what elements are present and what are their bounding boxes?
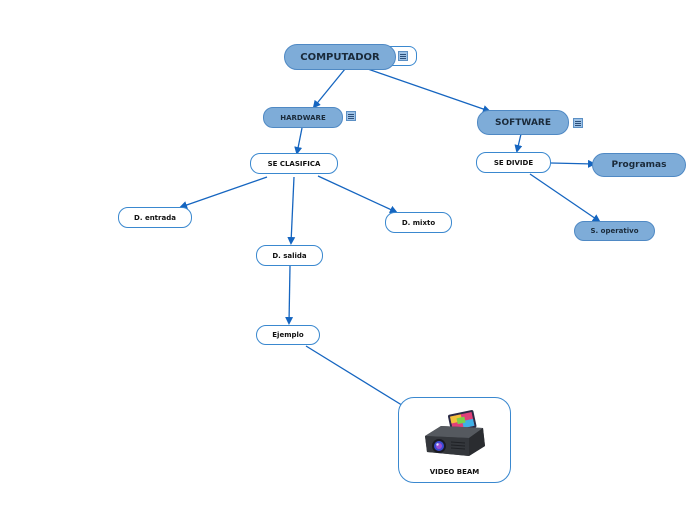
node-hardware[interactable]: HARDWARE [263,107,343,128]
node-d-entrada[interactable]: D. entrada [118,207,192,228]
node-video-beam[interactable]: VIDEO BEAM [398,397,511,483]
edge-ejemplo-videobeam [305,345,406,408]
node-se-clasifica-label: SE CLASIFICA [267,159,321,168]
node-d-salida-label: D. salida [272,251,307,260]
node-se-divide[interactable]: SE DIVIDE [476,152,551,173]
edge-seclasifica-dentrada [179,176,268,209]
node-programas-label: Programas [611,160,667,170]
edge-hardware-seclasifica [294,127,303,155]
node-video-beam-label: VIDEO BEAM [429,468,480,476]
node-d-salida[interactable]: D. salida [256,245,323,266]
node-se-clasifica[interactable]: SE CLASIFICA [250,153,338,174]
node-ejemplo[interactable]: Ejemplo [256,325,320,345]
notes-icon[interactable] [398,51,408,61]
node-computador-label: COMPUTADOR [300,51,380,63]
edge-computador-hardware [312,68,346,109]
notes-icon[interactable] [573,118,583,128]
edge-dsalida-ejemplo [285,265,294,325]
node-computador[interactable]: COMPUTADOR [284,44,396,70]
node-programas[interactable]: Programas [592,153,686,177]
edge-seclasifica-dsalida [287,176,296,245]
node-software[interactable]: SOFTWARE [477,110,569,135]
edge-seclasifica-dmixto [317,175,398,214]
edge-computador-software [364,67,491,113]
node-hardware-label: HARDWARE [280,113,326,122]
notes-icon[interactable] [346,111,356,121]
node-ejemplo-label: Ejemplo [272,331,304,339]
node-d-mixto-label: D. mixto [401,218,436,227]
edge-sedivide-soperativo [529,173,601,223]
node-d-mixto[interactable]: D. mixto [385,212,452,233]
node-d-entrada-label: D. entrada [134,213,176,222]
node-s-operativo-label: S. operativo [590,227,639,235]
node-se-divide-label: SE DIVIDE [493,158,534,167]
edge-software-sedivide [514,133,523,153]
node-software-label: SOFTWARE [495,117,551,128]
node-s-operativo[interactable]: S. operativo [574,221,655,241]
edge-sedivide-programas [550,159,596,168]
projector-image [424,410,485,456]
